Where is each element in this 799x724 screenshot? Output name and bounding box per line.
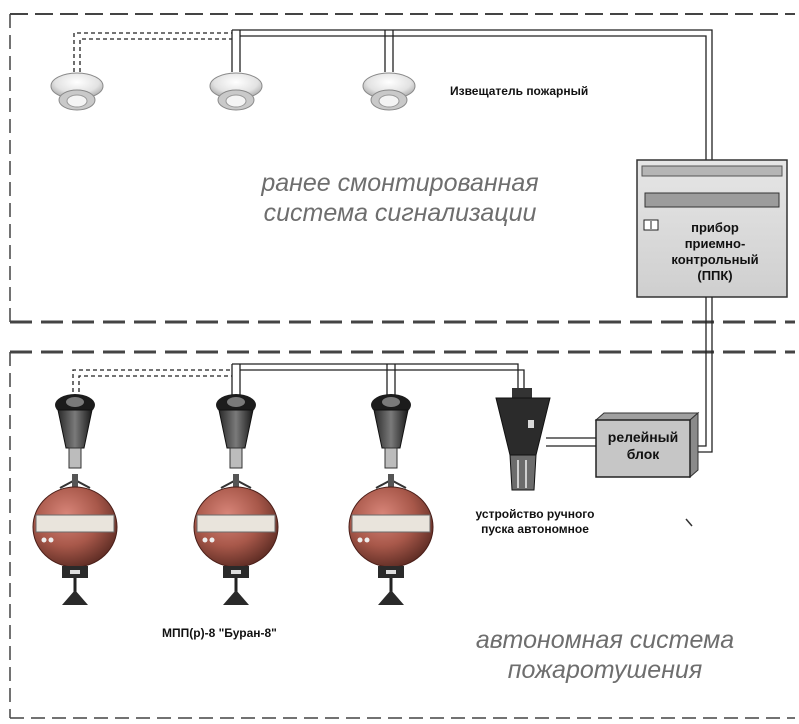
module-body [348,474,434,605]
ppk-label: прибор приемно- контрольный (ППК) [660,220,770,284]
module-body [193,474,279,605]
module-nozzle [55,394,95,469]
zone-top-title-line2: система сигнализации [263,199,537,227]
manual-device-label-line1: устройство ручного [475,507,595,521]
ppk-label-line1: прибор [691,220,739,235]
zone-bottom-title-line1: автономная система [475,626,735,654]
ppk-label-line4: (ППК) [697,268,733,283]
ppk-label-line2: приемно- [684,236,746,251]
manual-device-label: устройство ручного пуска автономное [450,507,620,537]
module-body [32,474,118,605]
manual-start-device [495,388,551,491]
zone-bottom-title: автономная система пожаротушения [420,625,790,685]
manual-device-label-line2: пуска автономное [481,522,589,536]
module-nozzle [216,394,256,469]
ppk-label-line3: контрольный [671,252,759,267]
stray-mark [685,518,693,527]
fire-detector [209,72,263,111]
top-wiring [73,29,713,160]
module-nozzle [371,394,411,469]
detector-label: Извещатель пожарный [450,84,589,98]
relay-label-line2: блок [626,446,660,462]
suppression-module [348,394,434,605]
zone-bottom-title-line2: пожаротушения [507,656,703,684]
zone-top-title: ранее смонтированная система сигнализаци… [210,168,590,228]
relay-label: релейный блок [596,429,690,463]
suppression-module [193,394,279,605]
relay-block [594,411,700,479]
zone-bottom-border [9,350,795,719]
suppression-module [32,394,118,605]
relay-label-line1: релейный [607,429,679,445]
zone-top-border [9,13,795,324]
fire-detector [362,72,416,111]
ppk-panel [636,159,788,298]
module-label: МПП(р)-8 "Буран-8" [162,626,277,640]
fire-detector [50,72,104,111]
bottom-wiring [72,363,596,447]
zone-top-title-line1: ранее смонтированная [261,169,539,197]
